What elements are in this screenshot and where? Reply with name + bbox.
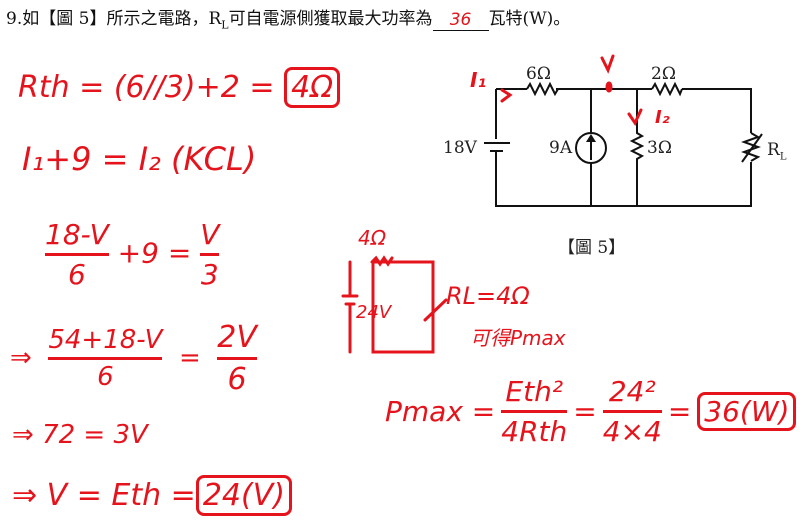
thevenin-v-label: 24V (356, 302, 392, 323)
question-suffix: 瓦特(W)。 (488, 9, 571, 29)
node-v-mark (600, 54, 615, 74)
note-i1: I₁ (470, 68, 487, 92)
work-line-rth: Rth = (6//3)+2 = 4Ω (18, 67, 341, 108)
frac-den: 4Rth (501, 415, 568, 448)
label-6ohm: 6Ω (526, 64, 551, 84)
rl-r: R (767, 140, 780, 160)
variable-arrow (741, 133, 763, 163)
rth-expr: Rth = (6//3)+2 = (18, 70, 275, 105)
eq: = (573, 395, 597, 428)
current-i2-arrow (627, 108, 643, 127)
rl-sub: L (779, 151, 787, 163)
label-2ohm: 2Ω (651, 64, 676, 84)
work-line-node: 18-V 6 +9 = V 3 (45, 218, 220, 291)
label-rl: RL (767, 140, 786, 162)
frac-num: 18-V (45, 218, 109, 251)
battery-18v (484, 142, 510, 152)
rth-result: 4Ω (284, 67, 341, 108)
node-v-dot (605, 81, 613, 93)
current-source-9a (575, 132, 607, 164)
eq: = (178, 343, 201, 373)
load-resistor (741, 132, 761, 162)
answer-blank: 36 (432, 10, 489, 32)
implies: ⇒ (10, 343, 32, 373)
frac-num: 54+18-V (48, 325, 163, 355)
question-prefix: 9.如【圖 5】所示之電路，R (6, 9, 222, 29)
frac-num2: V (200, 218, 220, 251)
current-i1-arrow (500, 88, 513, 103)
frac-num2: 24² (608, 375, 656, 408)
thevenin-resistor (370, 255, 394, 267)
work-line-combined: ⇒ 54+18-V 6 = 2V 6 (10, 320, 257, 397)
work-line-kcl: I₁+9 = I₂ (KCL) (22, 140, 257, 178)
figure-caption: 【圖 5】 (558, 238, 626, 258)
frac-num: Eth² (505, 375, 564, 408)
frac-den2: 6 (227, 362, 247, 397)
thevenin-r-label: 4Ω (358, 226, 387, 250)
question-middle: 可自電源側獲取最大功率為 (228, 9, 433, 29)
thevenin-circuit (341, 260, 435, 354)
frac-num2: 2V (217, 320, 257, 355)
frac-den: 6 (67, 258, 86, 291)
node-mid: +9 = (117, 236, 192, 270)
resistor-2ohm (651, 81, 683, 97)
label-3ohm: 3Ω (647, 138, 672, 158)
thevenin-rl-label: RL=4Ω (446, 282, 530, 310)
thevenin-note: 可得Pmax (470, 326, 566, 350)
frac-den: 6 (97, 362, 114, 392)
pmax-lhs: Pmax = (385, 395, 496, 428)
label-9a: 9A (549, 138, 573, 158)
label-18v: 18V (443, 138, 477, 158)
question-text: 9.如【圖 5】所示之電路，RL可自電源側獲取最大功率為 36 瓦特(W)。 (6, 4, 571, 32)
eth-expr: ⇒ V = Eth = (12, 478, 196, 513)
thevenin-load (423, 298, 448, 322)
work-line-72: ⇒ 72 = 3V (12, 420, 148, 450)
circuit-wires (495, 88, 752, 207)
rl-subscript: L (221, 18, 229, 32)
frac-den2: 3 (200, 258, 219, 291)
frac-den2: 4×4 (602, 415, 662, 448)
eth-result: 24(V) (195, 475, 292, 516)
pmax-result: 36(W) (697, 392, 797, 431)
handwritten-answer: 36 (449, 10, 472, 31)
resistor-6ohm (526, 81, 559, 97)
resistor-3ohm (629, 89, 645, 206)
eq2: = (667, 395, 692, 428)
work-line-eth: ⇒ V = Eth =24(V) (12, 475, 292, 516)
note-i2: I₂ (655, 107, 670, 128)
